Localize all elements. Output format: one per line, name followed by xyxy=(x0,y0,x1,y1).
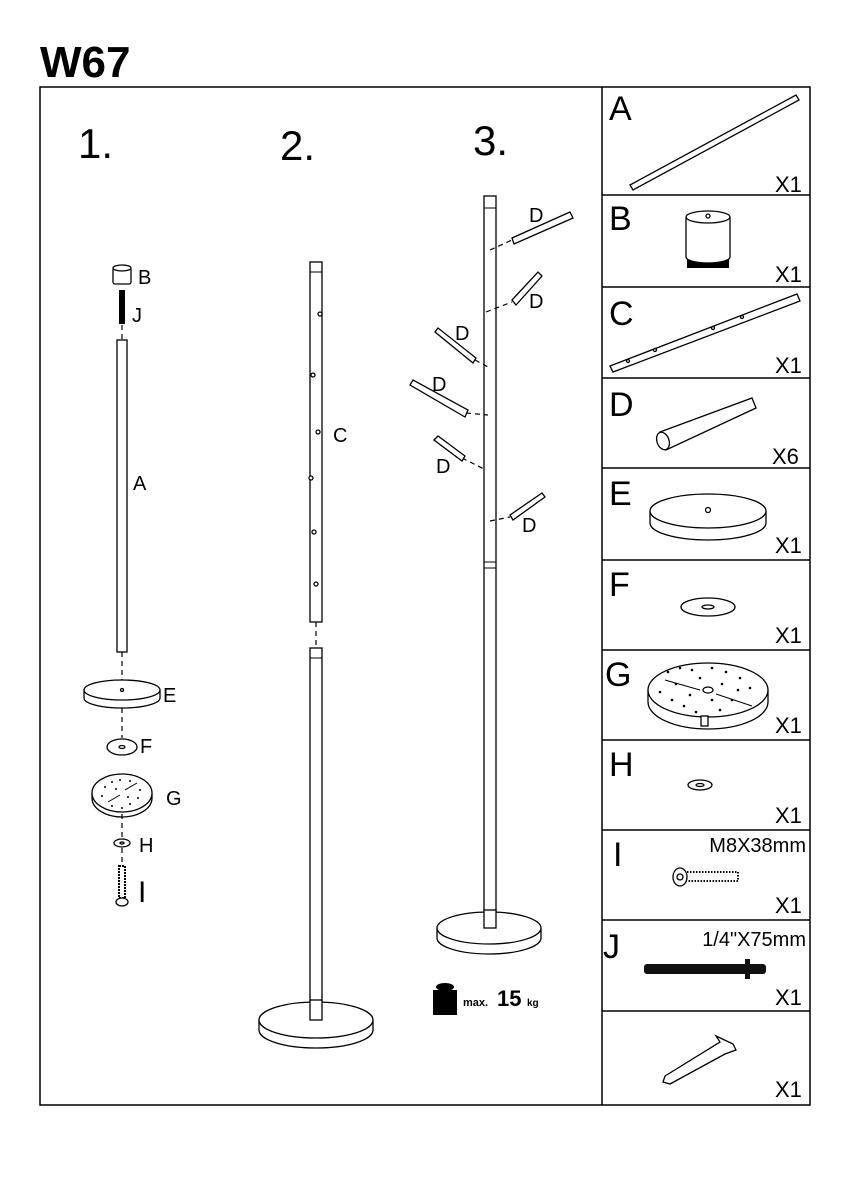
part-qty: X1 xyxy=(775,262,802,287)
part-spec: M8X38mm xyxy=(709,835,806,857)
part-qty: X1 xyxy=(775,713,802,738)
part-row-j: J 1/4"X75mm X1 xyxy=(603,928,806,1010)
step-1: 1. B J A E F xyxy=(78,120,182,909)
lower-pole-icon xyxy=(309,647,323,1019)
pole-c-icon xyxy=(609,293,801,373)
max-load-unit: kg xyxy=(527,998,539,1009)
step-3: 3. D D D D D xyxy=(409,117,574,1015)
part-letter: H xyxy=(609,746,634,784)
label-h: H xyxy=(139,835,153,857)
pole-a-icon xyxy=(629,94,800,191)
assembled-pole-icon xyxy=(483,195,497,927)
part-qty: X1 xyxy=(775,623,802,648)
part-qty: X1 xyxy=(775,533,802,558)
part-letter: G xyxy=(605,656,631,694)
part-qty: X1 xyxy=(775,1077,802,1102)
part-letter: J xyxy=(603,928,620,966)
base-icon xyxy=(258,999,374,1049)
label-f: F xyxy=(140,736,152,758)
label-j: J xyxy=(132,305,142,327)
plate-g-icon xyxy=(91,773,153,818)
washer-f-icon xyxy=(106,738,138,756)
frame xyxy=(39,86,811,1106)
part-qty: X1 xyxy=(775,353,802,378)
pole-c-icon xyxy=(308,261,323,623)
weight-icon xyxy=(433,983,457,1015)
part-qty: X1 xyxy=(775,893,802,918)
part-qty: X1 xyxy=(775,172,802,197)
part-row-a: A X1 xyxy=(609,90,802,197)
base-e-icon xyxy=(649,493,767,541)
bolt-j-icon xyxy=(119,290,125,324)
pole-a-icon xyxy=(116,339,128,653)
part-row-b: B X1 xyxy=(609,200,802,287)
hooks-d-icon xyxy=(409,211,574,522)
part-qty: X6 xyxy=(772,444,799,469)
part-row-i: I M8X38mm X1 xyxy=(613,835,806,918)
hook-d-icon xyxy=(655,397,757,451)
part-row-wrench: X1 xyxy=(662,1034,802,1102)
label-c: C xyxy=(333,425,347,447)
part-row-h: H X1 xyxy=(609,746,802,828)
label-i: I xyxy=(138,876,146,909)
label-d: D xyxy=(522,515,536,537)
label-d: D xyxy=(529,291,543,313)
bolt-i-icon xyxy=(672,867,739,887)
label-d: D xyxy=(436,456,450,478)
step-number: 1. xyxy=(78,120,113,167)
plate-g-icon xyxy=(647,662,769,730)
part-row-d: D X6 xyxy=(609,386,799,469)
bolt-i-icon xyxy=(115,865,129,907)
base-icon xyxy=(436,909,542,955)
washer-h-icon xyxy=(113,838,131,848)
step-number: 3. xyxy=(473,117,508,164)
max-load-value: 15 xyxy=(497,986,521,1011)
part-spec: 1/4"X75mm xyxy=(702,929,806,951)
label-d: D xyxy=(432,374,446,396)
parts-list xyxy=(602,194,810,1012)
page-title: W67 xyxy=(40,38,130,87)
washer-h-icon xyxy=(687,779,713,791)
label-b: B xyxy=(138,267,151,289)
part-letter: F xyxy=(609,566,630,604)
part-letter: E xyxy=(609,475,632,513)
part-qty: X1 xyxy=(775,985,802,1010)
label-d: D xyxy=(455,323,469,345)
cap-b-icon xyxy=(112,264,132,285)
label-g: G xyxy=(166,788,182,810)
part-letter: C xyxy=(609,295,634,333)
part-row-c: C X1 xyxy=(609,293,802,378)
part-letter: D xyxy=(609,386,634,424)
label-d: D xyxy=(529,205,543,227)
label-a: A xyxy=(133,473,147,495)
part-letter: A xyxy=(609,90,632,128)
cap-b-icon xyxy=(685,210,731,268)
part-row-g: G X1 xyxy=(605,656,802,738)
step-number: 2. xyxy=(280,122,315,169)
part-qty: X1 xyxy=(775,803,802,828)
part-letter: B xyxy=(609,200,632,238)
base-e-icon xyxy=(83,679,161,709)
allen-key-icon xyxy=(662,1034,737,1085)
max-load-prefix: max. xyxy=(463,997,488,1009)
part-letter: I xyxy=(613,836,622,874)
washer-f-icon xyxy=(680,597,736,617)
part-row-f: F X1 xyxy=(609,566,802,648)
part-row-e: E X1 xyxy=(609,475,802,558)
bolt-j-icon xyxy=(644,959,766,979)
step-2: 2. C xyxy=(258,122,374,1049)
label-e: E xyxy=(163,685,176,707)
